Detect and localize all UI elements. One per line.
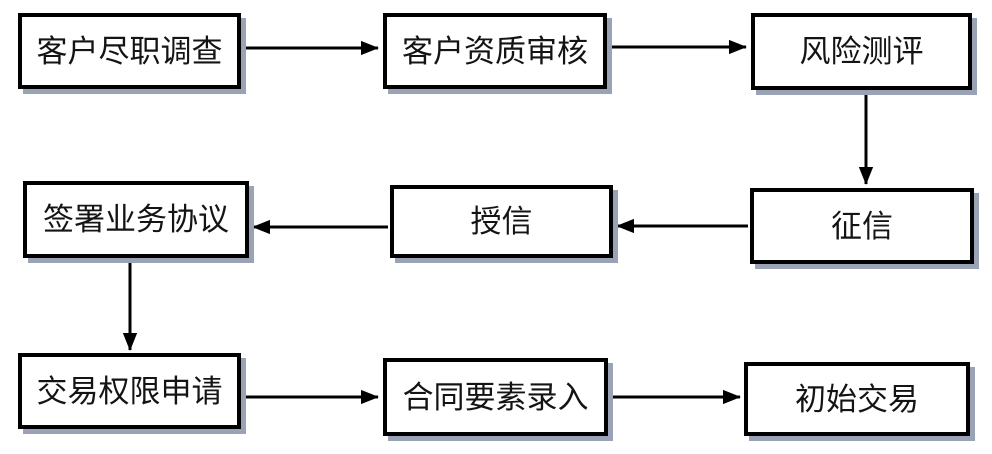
node-risk-assessment: 风险测评 — [751, 13, 972, 90]
node-trading-permission-application: 交易权限申请 — [18, 353, 241, 429]
node-label: 授信 — [470, 204, 533, 239]
node-label: 交易权限申请 — [36, 373, 223, 409]
node-credit-granting: 授信 — [390, 185, 613, 258]
node-contract-elements-entry: 合同要素录入 — [383, 358, 608, 436]
node-customer-due-diligence: 客户尽职调查 — [18, 13, 241, 89]
node-label: 客户尽职调查 — [36, 33, 223, 69]
node-customer-qualification-review: 客户资质审核 — [383, 13, 607, 89]
node-label: 签署业务协议 — [43, 202, 229, 237]
node-sign-business-agreement: 签署业务协议 — [23, 181, 249, 258]
node-label: 合同要素录入 — [402, 379, 589, 415]
node-credit-investigation: 征信 — [750, 188, 974, 264]
node-label: 客户资质审核 — [402, 33, 588, 69]
node-initial-trade: 初始交易 — [744, 362, 970, 436]
node-label: 征信 — [831, 208, 893, 244]
node-label: 初始交易 — [795, 381, 919, 417]
node-label: 风险测评 — [799, 34, 924, 69]
